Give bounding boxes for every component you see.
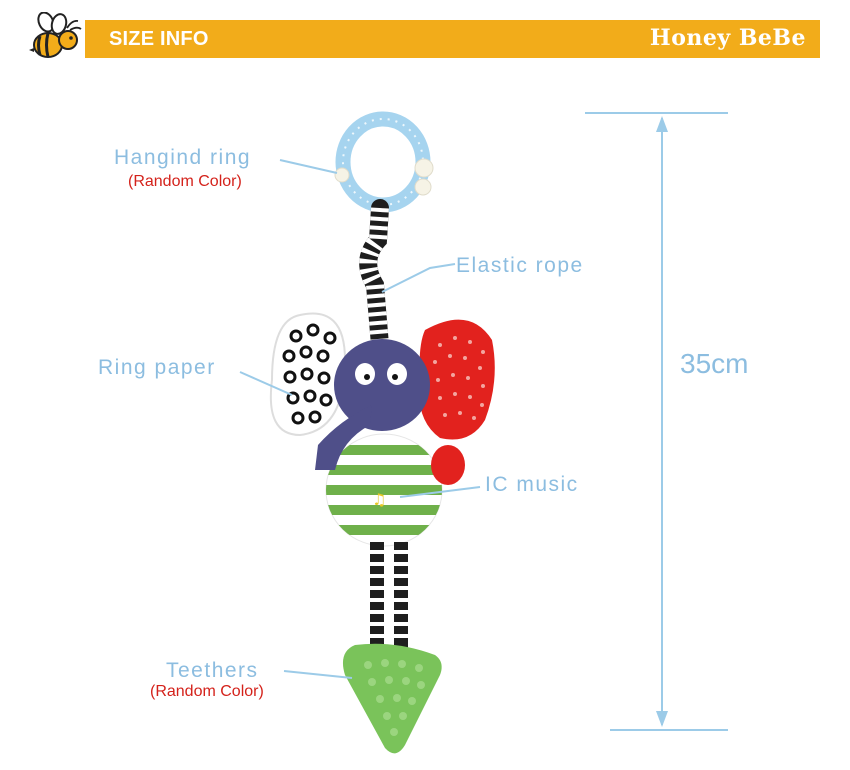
- label-teethers-note: (Random Color): [150, 683, 264, 700]
- label-elastic-rope: Elastic rope: [456, 254, 584, 277]
- red-ear: [419, 319, 495, 440]
- leader-lines: [239, 159, 481, 679]
- banner-title: SIZE INFO: [109, 28, 209, 50]
- striped-legs: [370, 542, 408, 652]
- label-hanging-ring: Hangind ring: [114, 146, 252, 169]
- height-dimension: [585, 112, 728, 731]
- label-hanging-ring-note: (Random Color): [128, 173, 242, 190]
- header-banner: SIZE INFO Honey BeBe: [85, 20, 820, 58]
- ring-paper-ear: [269, 312, 347, 437]
- svg-text:♫: ♫: [372, 490, 386, 509]
- striped-body: ♫: [325, 433, 465, 547]
- height-value: 35cm: [680, 348, 749, 379]
- label-ring-paper: Ring paper: [98, 356, 216, 379]
- label-ic-music: IC music: [485, 473, 579, 496]
- elastic-rope: [359, 199, 389, 354]
- elephant-head: [315, 339, 430, 470]
- brand-logo-text: Honey BeBe: [649, 25, 806, 51]
- label-teethers: Teethers: [166, 659, 259, 682]
- bee-icon: [29, 12, 82, 58]
- teether: [342, 643, 442, 754]
